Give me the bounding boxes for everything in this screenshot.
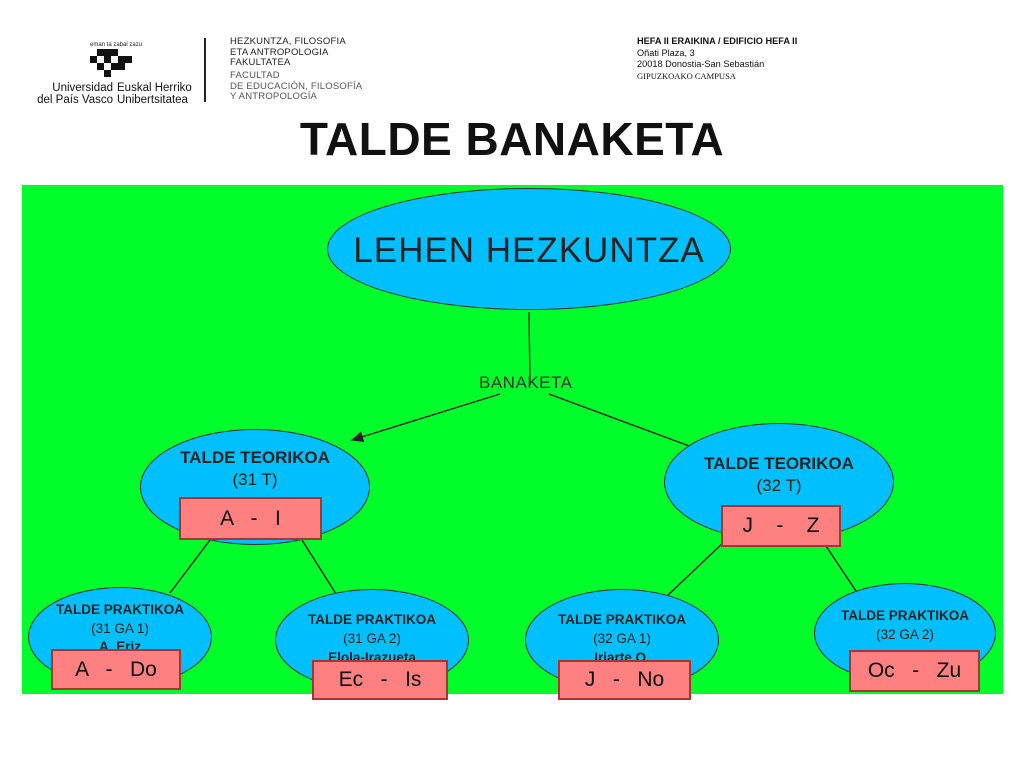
range-box-31t: A - I [179, 497, 322, 540]
edge-label-banaketa: BANAKETA [479, 373, 573, 392]
root-connector [528, 311, 531, 386]
arrow-to-31t [350, 393, 501, 443]
range-box-32t: J - Z [721, 505, 841, 547]
address-campus: GIPUZKOAKO CAMPUSA [637, 70, 736, 81]
university-emblem-icon [90, 49, 132, 77]
university-logo [85, 40, 135, 82]
line-32t-ga1 [665, 539, 727, 598]
page-title: TALDE BANAKETA [299, 113, 725, 165]
faculty-name-es: FACULTAD DE EDUCACIÓN, FILOSOFÍA Y ANTRO… [230, 70, 363, 102]
range-box-31ga2: Ec - Is [312, 660, 448, 700]
range-box-31ga1: A - Do [51, 649, 181, 690]
line-31t-ga2 [301, 539, 339, 598]
address-block: HEFA II ERAIKINA / EDIFICIO HEFA II Oñat… [637, 36, 797, 82]
root-label: LEHEN HEZKUNTZA [353, 231, 705, 270]
diagram-board: LEHEN HEZKUNTZA BANAKETA TALDE TEORIKOA … [22, 185, 1003, 694]
university-name-es: Universidad del País Vasco [37, 82, 113, 106]
logo-motto: eman ta zabal zazu [90, 42, 143, 48]
range-box-32ga1: J - No [558, 660, 691, 700]
faculty-name-eu: HEZKUNTZA, FILOSOFIA ETA ANTROPOLOGIA FA… [230, 36, 346, 68]
address-city: 20018 Donostia-San Sebastián [637, 59, 765, 69]
line-32t-ga2 [821, 539, 861, 598]
university-name-eu: Euskal Herriko Unibertsitatea [117, 82, 192, 106]
header-divider [204, 38, 206, 102]
address-building: HEFA II ERAIKINA / EDIFICIO HEFA II [637, 36, 798, 46]
address-street: Oñati Plaza, 3 [637, 47, 695, 58]
connector-lines [169, 311, 861, 598]
line-31t-ga1 [169, 539, 211, 594]
range-box-32ga2: Oc - Zu [849, 650, 980, 692]
root-node: LEHEN HEZKUNTZA [327, 188, 731, 310]
line-to-32t [548, 393, 693, 448]
